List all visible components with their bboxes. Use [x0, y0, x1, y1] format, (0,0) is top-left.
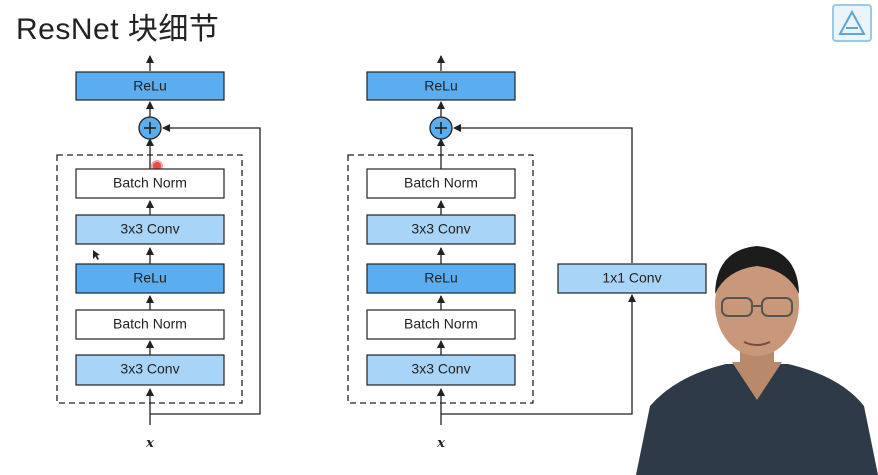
left-resnet-block: ReLu Batch Norm 3x3 Conv ReLu Batch Norm… [56, 55, 261, 451]
right-layer-label: 3x3 Conv [411, 361, 470, 377]
left-layer-label: 3x3 Conv [120, 221, 179, 237]
left-layer-label: ReLu [133, 270, 166, 286]
mouse-cursor-icon [93, 250, 100, 260]
right-top-relu-label: ReLu [424, 78, 457, 94]
right-batch-norm-bottom [366, 309, 516, 340]
left-layer-label: Batch Norm [113, 316, 187, 332]
right-layer-label: Batch Norm [404, 316, 478, 332]
left-top-relu-label: ReLu [133, 78, 166, 94]
right-conv-top [366, 214, 516, 245]
left-relu-mid [75, 263, 225, 294]
shortcut-conv-1x1 [557, 263, 707, 294]
shortcut-conv-label: 1x1 Conv [602, 270, 661, 286]
left-batch-norm-bottom [75, 309, 225, 340]
logo-icon [832, 4, 872, 42]
right-relu-mid [366, 263, 516, 294]
right-input-label: x [436, 436, 445, 451]
left-batch-norm-top [75, 168, 225, 199]
presenter-webcam [636, 246, 878, 475]
right-resnet-block: ReLu Batch Norm 3x3 Conv ReLu Batch Norm… [347, 55, 707, 451]
left-top-relu [75, 71, 225, 101]
left-conv-bottom [75, 354, 225, 386]
right-conv-bottom [366, 354, 516, 386]
right-batch-norm-top [366, 168, 516, 199]
right-layer-label: Batch Norm [404, 175, 478, 191]
right-layer-label: ReLu [424, 270, 457, 286]
left-input-label: x [145, 436, 154, 451]
left-add-node [138, 116, 162, 140]
right-top-relu [366, 71, 516, 101]
page-title: ResNet 块细节 [16, 13, 220, 46]
left-layer-label: 3x3 Conv [120, 361, 179, 377]
left-conv-top [75, 214, 225, 245]
right-layer-label: 3x3 Conv [411, 221, 470, 237]
right-add-node [429, 116, 453, 140]
left-layer-label: Batch Norm [113, 175, 187, 191]
